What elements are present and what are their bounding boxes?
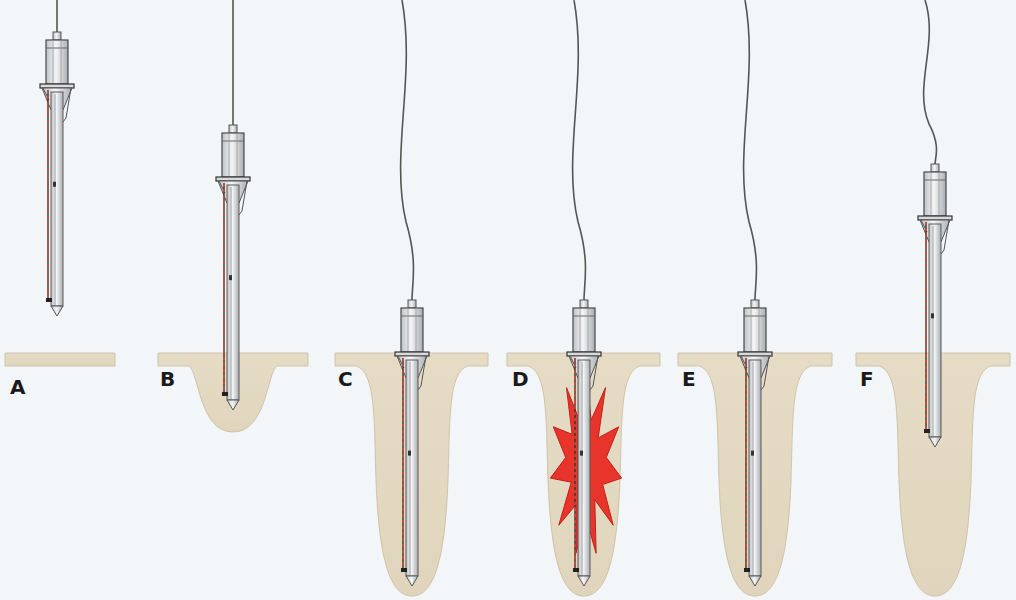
- probe-head: [573, 308, 595, 352]
- panel-letter: A: [10, 377, 25, 397]
- marker: [408, 451, 411, 456]
- probe-rod: [227, 185, 239, 400]
- cable: [232, 0, 234, 125]
- marker: [931, 313, 934, 318]
- detonating-cord: [574, 358, 575, 570]
- probe-head: [744, 308, 766, 352]
- charge-end: [573, 568, 579, 572]
- charge-end: [401, 568, 407, 572]
- cable: [924, 0, 937, 164]
- marker: [751, 451, 754, 456]
- probe-tip: [749, 576, 761, 586]
- probe-head: [401, 308, 423, 352]
- detonating-cord: [223, 183, 224, 394]
- marker: [229, 275, 232, 280]
- flange: [216, 177, 250, 181]
- connector: [931, 164, 939, 172]
- charge-end: [924, 429, 930, 433]
- ground: [507, 353, 660, 596]
- panel-letter: C: [338, 369, 353, 389]
- marker: [580, 451, 583, 456]
- probe-rod: [929, 224, 941, 437]
- panel-letter: F: [860, 369, 874, 389]
- probe: [395, 0, 429, 586]
- flange: [395, 352, 429, 356]
- connector: [408, 300, 416, 308]
- charge-end: [222, 392, 228, 396]
- probe-rod: [749, 360, 761, 576]
- probe-rod: [51, 92, 63, 306]
- probe-head: [46, 40, 68, 84]
- probe: [40, 0, 74, 316]
- probe-tip: [406, 576, 418, 586]
- connector: [751, 300, 759, 308]
- charge-end: [46, 298, 52, 302]
- panel-letter: D: [512, 369, 529, 389]
- probe: [216, 0, 250, 410]
- probe: [567, 0, 601, 586]
- flange: [738, 352, 772, 356]
- probe-tip: [929, 437, 941, 447]
- probe-head: [222, 133, 244, 177]
- flange: [40, 84, 74, 88]
- probe-rod: [406, 360, 418, 576]
- detonating-cord: [47, 90, 48, 300]
- detonating-cord: [402, 358, 403, 570]
- charge-end: [744, 568, 750, 572]
- detonating-cord: [925, 222, 926, 431]
- connector: [229, 125, 237, 133]
- connector: [580, 300, 588, 308]
- ground: [335, 353, 488, 596]
- cable: [56, 0, 58, 32]
- cable: [744, 0, 757, 300]
- probe: [738, 0, 772, 586]
- flange: [567, 352, 601, 356]
- probe: [918, 0, 952, 447]
- cable: [573, 0, 586, 300]
- detonating-cord: [745, 358, 746, 570]
- panel-letter: B: [160, 369, 175, 389]
- ground: [5, 353, 115, 366]
- connector: [53, 32, 61, 40]
- probe-head: [924, 172, 946, 216]
- ground: [678, 353, 832, 596]
- probe-tip: [227, 400, 239, 410]
- probe-rod: [578, 360, 590, 576]
- probe-tip: [51, 306, 63, 316]
- probe-tip: [578, 576, 590, 586]
- cable: [401, 0, 414, 300]
- marker: [53, 182, 56, 187]
- panel-letter: E: [682, 369, 696, 389]
- flange: [918, 216, 952, 220]
